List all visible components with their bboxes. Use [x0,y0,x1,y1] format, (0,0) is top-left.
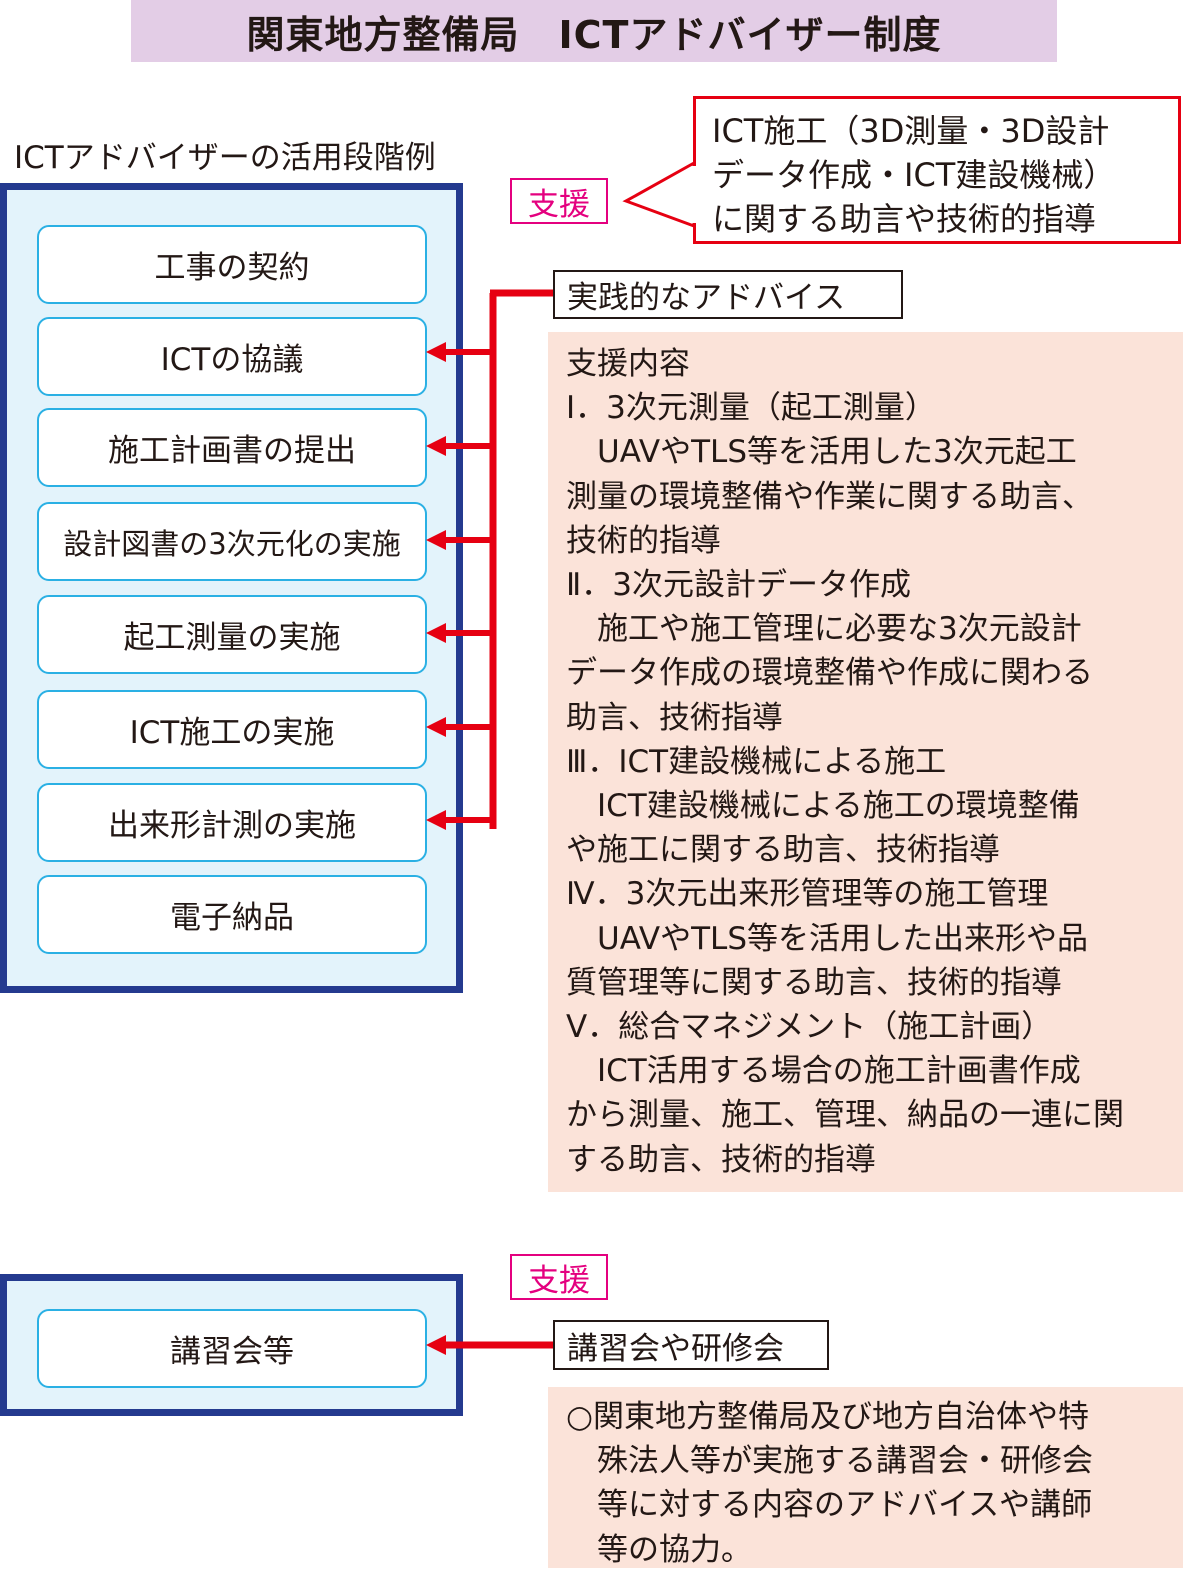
support-item-text: データ作成の環境整備や作成に関わる [566,655,1093,692]
ict-construction-callout: ICT施工（3D測量・3D設計 データ作成・ICT建設機械） に関する助言や技術… [693,96,1181,244]
support-content-heading: 支援内容 [566,346,690,382]
training-content-line: 等の協力。 [566,1531,752,1568]
arrow-ict-construction [426,717,493,737]
stage-ict-consultation: ICTの協議 [37,317,427,396]
support-item-text: ICT活用する場合の施工計画書作成 [566,1053,1081,1090]
arrow-ict-consultation [426,342,493,362]
support-item-heading: Ⅲ．ICT建設機械による施工 [566,743,947,780]
training-label: 講習会や研修会 [553,1320,829,1370]
support-item-text: 施工や施工管理に必要な3次元設計 [566,611,1082,648]
support-item-heading: Ⅱ．3次元設計データ作成 [566,567,911,604]
stage-initial-survey: 起工測量の実施 [37,595,427,674]
callout-pointer [622,160,696,229]
arrow-construction-plan [426,436,493,456]
page-title-text: 関東地方整備局 ICTアドバイザー制度 [246,12,942,57]
stage-contract: 工事の契約 [37,225,427,304]
callout-line: に関する助言や技術的指導 [712,200,1097,238]
support-item-text: UAVやTLS等を活用した出来形や品 [566,920,1089,957]
support-item-text: する助言、技術的指導 [566,1141,876,1178]
support-tag: 支援 [510,178,608,224]
arrow-training [426,1335,553,1355]
training-panel: 講習会等 [0,1274,463,1416]
training-content-line: 殊法人等が実施する講習会・研修会 [566,1443,1093,1480]
support-item-text: 助言、技術指導 [566,699,783,736]
section-label: ICTアドバイザーの活用段階例 [14,140,436,176]
arrow-3d-design [426,530,493,550]
practical-advice-label: 実践的なアドバイス [553,270,903,319]
stage-construction-plan: 施工計画書の提出 [37,408,427,487]
support-item-text: 質管理等に関する助言、技術的指導 [566,964,1062,1001]
support-item-text: ICT建設機械による施工の環境整備 [566,788,1080,825]
support-tag-bottom: 支援 [510,1254,608,1300]
support-item-text: から測量、施工、管理、納品の一連に関 [566,1097,1124,1134]
support-item-text: 測量の環境整備や作業に関する助言、 [566,478,1093,515]
callout-line: データ作成・ICT建設機械） [712,156,1116,194]
arrow-as-built-measurement [426,810,493,830]
support-item-text: UAVやTLS等を活用した3次元起工 [566,434,1077,471]
stage-training: 講習会等 [37,1309,427,1388]
arrow-initial-survey [426,623,493,643]
training-content: ○関東地方整備局及び地方自治体や特 殊法人等が実施する講習会・研修会 等に対する… [548,1387,1183,1568]
support-item-heading: Ⅰ．3次元測量（起工測量） [566,390,936,427]
support-content: 支援内容 Ⅰ．3次元測量（起工測量） UAVやTLS等を活用した3次元起工 測量… [548,332,1183,1192]
training-content-line: ○関東地方整備局及び地方自治体や特 [566,1399,1090,1435]
callout-line: ICT施工（3D測量・3D設計 [712,112,1110,150]
stage-panel: 工事の契約 ICTの協議 施工計画書の提出 設計図書の3次元化の実施 起工測量の… [0,183,463,993]
support-item-heading: Ⅴ．総合マネジメント（施工計画） [566,1009,1053,1046]
stage-electronic-delivery: 電子納品 [37,875,427,954]
stage-ict-construction: ICT施工の実施 [37,690,427,769]
stage-3d-design: 設計図書の3次元化の実施 [37,502,427,581]
support-item-text: 技術的指導 [566,522,721,559]
page-title: 関東地方整備局 ICTアドバイザー制度 [131,0,1057,62]
support-item-text: や施工に関する助言、技術指導 [566,832,1000,869]
stage-as-built-measurement: 出来形計測の実施 [37,783,427,862]
support-item-heading: Ⅳ．3次元出来形管理等の施工管理 [566,876,1049,913]
training-content-line: 等に対する内容のアドバイスや講師 [566,1487,1093,1524]
